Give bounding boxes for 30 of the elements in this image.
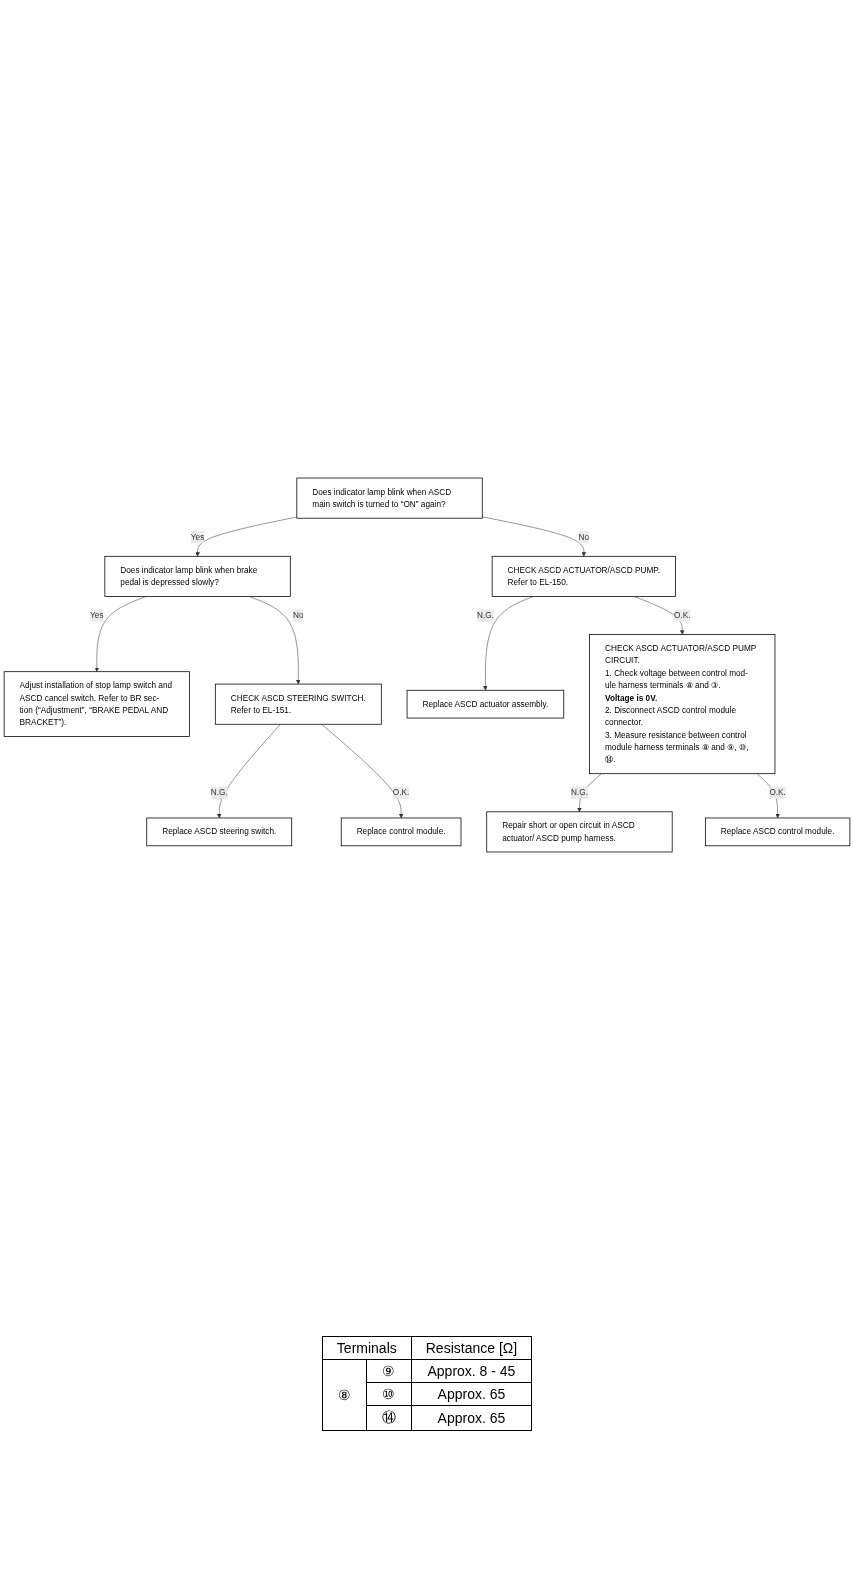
edge-label: N.G.	[210, 788, 228, 797]
table-cell-text: Terminals	[322, 1336, 412, 1360]
node-box: Does indicator lamp blink when ASCD main switch is turned to “ON” again?	[296, 477, 483, 519]
node-box: Repair short or open circuit in ASCD actuator/ ASCD pump harness.	[486, 811, 673, 853]
node-box: Replace ASCD steering switch.	[146, 817, 293, 847]
edge-label: N.G.	[570, 788, 588, 797]
node-box: Does indicator lamp blink when brake pedal is depressed slowly?	[104, 555, 291, 597]
table-cell-text: ⑨	[366, 1359, 412, 1383]
edge-label: No	[578, 532, 590, 542]
node-box: CHECK ASCD ACTUATOR/ASCD PUMP CIRCUIT. 1. Check voltage between control mod- ule harness terminals ⑧ and ③. Voltage is 0V. 2. Disconnect ASCD control module connector. 3. Measure resistance between control module harness terminals ⑧ and ⑨, ⑩, ⑭.	[589, 634, 776, 775]
edge-label: O.K.	[392, 788, 410, 797]
table-cell-text: ⑧	[322, 1359, 367, 1431]
table-cell-text: Resistance [Ω]	[411, 1336, 532, 1360]
edge-label: Yes	[90, 610, 104, 620]
edge-label: N.G.	[476, 610, 494, 620]
node-box: Adjust installation of stop lamp switch and ASCD cancel switch. Refer to BR sec- tion (“Adjustment”, “BRAKE PEDAL AND BRACKET”).	[3, 671, 190, 737]
node-box: Replace control module.	[340, 817, 462, 847]
table-cell-text: ⑭	[366, 1405, 412, 1431]
table-cell-text: ⑩	[366, 1382, 412, 1406]
table-cell-text: Approx. 65	[411, 1405, 532, 1431]
edge-label: Yes	[190, 532, 205, 542]
edge-label: O.K.	[674, 610, 691, 620]
edge-label: O.K.	[769, 788, 786, 797]
node-box: CHECK ASCD ACTUATOR/ASCD PUMP. Refer to EL-150.	[491, 555, 676, 597]
table-cell-text: Approx. 8 - 45	[411, 1359, 532, 1383]
edge-label: No	[293, 610, 304, 620]
table-cell-text: Approx. 65	[411, 1382, 532, 1406]
node-box: Replace ASCD actuator assembly.	[406, 689, 565, 719]
node-box: Replace ASCD control module.	[704, 817, 851, 847]
node-box: CHECK ASCD STEERING SWITCH. Refer to EL-151.	[214, 683, 382, 725]
